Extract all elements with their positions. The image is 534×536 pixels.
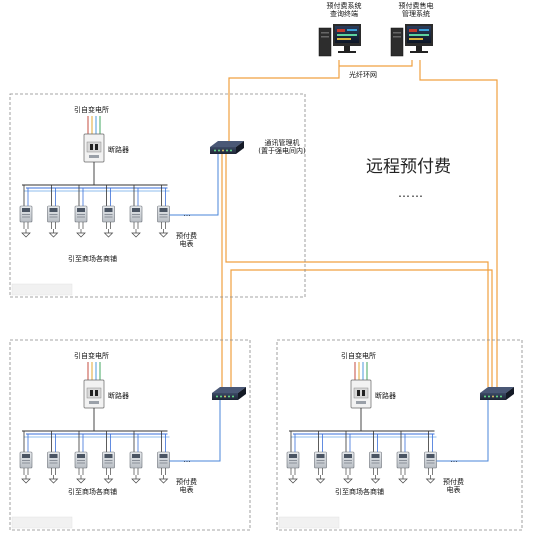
fiber-line: [228, 60, 340, 141]
comm-manager-label: 通讯管理机 (置于强电间内): [258, 139, 306, 156]
remote-prepay-heading: 远程预付费: [366, 157, 451, 177]
more-meters-mark: …: [450, 456, 458, 464]
prepaid-meter-icon: [314, 451, 327, 484]
prepaid-meter-icon: [19, 451, 33, 484]
prepaid-meter-icon: [102, 205, 115, 238]
more-meters-mark: …: [183, 210, 191, 218]
breaker-icon: [83, 379, 105, 409]
unit-bottom-right: [276, 339, 523, 531]
prepaid-meter-icon: [286, 451, 300, 484]
management-system-label: 预付费售电 管理系统: [398, 2, 434, 19]
rs485-line: [436, 400, 489, 462]
prepaid-meter-icon: [157, 451, 170, 484]
comm-manager-switch-icon: [212, 387, 246, 400]
prepaid-meter-icon: [129, 205, 143, 238]
prepaid-meter-icon: [129, 451, 143, 484]
prepaid-meter-icon: [47, 205, 60, 238]
fiber-line: [225, 154, 489, 387]
prepaid-meter-icon: [369, 451, 382, 484]
prepaid-meter-icon: [424, 451, 437, 484]
fiber-line: [419, 60, 498, 387]
prepaid-meter-icon: [341, 451, 355, 484]
unit-top-left: [9, 93, 306, 298]
destination-label: 引至商场各商铺: [335, 488, 384, 496]
breaker-label: 断路器: [108, 146, 129, 154]
destination-label: 引至商场各商铺: [68, 255, 117, 263]
prepaid-meter-icon: [396, 451, 410, 484]
source-label: 引自变电所: [74, 106, 109, 114]
unit-caption-box: [11, 283, 73, 296]
prepaid-meter-icon: [74, 205, 88, 238]
unit-dashed-border: [9, 93, 306, 298]
management-system-pc-icon: [390, 23, 434, 57]
breaker-label: 断路器: [375, 392, 396, 400]
breaker-icon: [350, 379, 372, 409]
prepaid-meter-icon: [74, 451, 88, 484]
unit-dashed-border: [276, 339, 523, 531]
unit-caption-box: [11, 516, 73, 529]
rs485-line: [169, 400, 221, 462]
fiber-ring-group: [221, 60, 498, 387]
comm-manager-switch-icon: [480, 387, 514, 400]
unit-caption-box: [278, 516, 340, 529]
breaker-icon: [83, 133, 105, 163]
unit-bottom-left: [9, 339, 251, 531]
source-label: 引自变电所: [74, 352, 109, 360]
meter-label: 预付费 电表: [176, 478, 197, 495]
fiber-line: [230, 269, 493, 387]
prepaid-meter-icon: [102, 451, 115, 484]
rs485-line: [169, 154, 219, 216]
fiber-line: [339, 60, 413, 67]
prepaid-meter-icon: [157, 205, 170, 238]
comm-manager-switch-icon: [210, 141, 244, 154]
breaker-label: 断路器: [108, 392, 129, 400]
prepaid-meter-icon: [19, 205, 33, 238]
source-label: 引自变电所: [341, 352, 376, 360]
fiber-ring-label: 光纤环网: [349, 71, 377, 79]
prepaid-meter-icon: [47, 451, 60, 484]
destination-label: 引至商场各商铺: [68, 488, 117, 496]
meter-label: 预付费 电表: [176, 232, 197, 249]
query-terminal-pc-icon: [318, 23, 362, 57]
unit-dashed-border: [9, 339, 251, 531]
more-meters-mark: …: [183, 456, 191, 464]
query-terminal-label: 预付费系统 查询终端: [326, 2, 362, 19]
ellipsis-mark: ……: [398, 186, 424, 200]
meter-label: 预付费 电表: [443, 478, 464, 495]
